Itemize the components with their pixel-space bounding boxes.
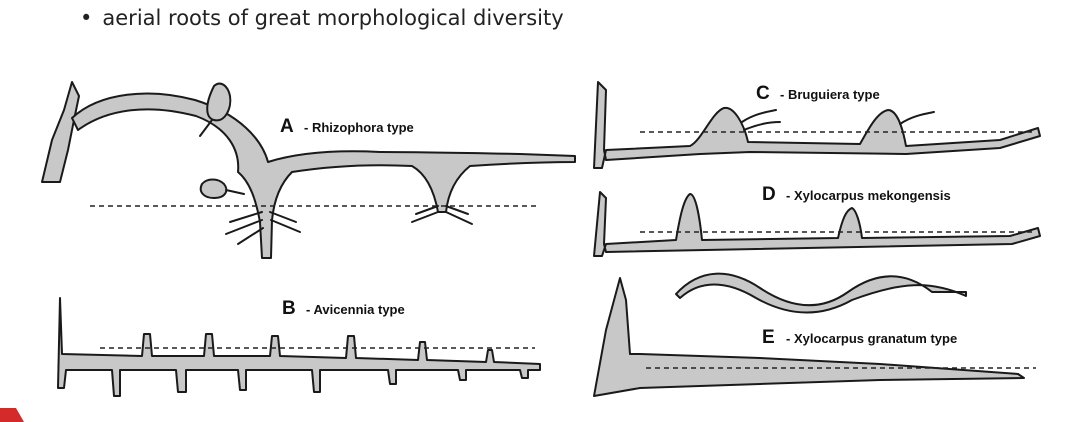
- panel-e-name: - Xylocarpus granatum type: [786, 331, 957, 346]
- panel-a-letter: A: [280, 116, 294, 137]
- panel-d-letter: D: [762, 184, 776, 205]
- panel-d-illustration: [593, 191, 1041, 257]
- panel-a-illustration: [41, 81, 576, 259]
- panel-a-pneumatophore-upper: [206, 82, 232, 122]
- panel-b-label: B - Avicennia type: [282, 298, 405, 319]
- panel-c-label: C - Bruguiera type: [756, 83, 880, 104]
- panel-a-rootlets-left: [225, 211, 301, 245]
- bullet-point: • aerial roots of great morphological div…: [80, 6, 564, 30]
- panel-c-illustration: [593, 81, 1041, 169]
- panel-a-name: - Rhizophora type: [304, 120, 414, 135]
- panel-d-knee-root: [593, 191, 1041, 257]
- panel-b-name: - Avicennia type: [306, 302, 405, 317]
- panel-e-illustration: [593, 272, 1036, 397]
- panel-e-plank-root: [593, 277, 1025, 397]
- panel-b-cable-root: [57, 297, 541, 397]
- panel-c-letter: C: [756, 83, 770, 104]
- panel-a-rootlets-right: [411, 205, 473, 225]
- panel-a-arch-roots: [71, 92, 576, 259]
- panel-a-trunk: [41, 81, 80, 183]
- panel-e-letter: E: [762, 327, 775, 348]
- panel-b-letter: B: [282, 298, 296, 319]
- panel-b-illustration: [57, 297, 541, 397]
- bullet-text: aerial roots of great morphological dive…: [102, 6, 564, 30]
- panel-e-wavy-root: [675, 272, 967, 314]
- panel-d-label: D - Xylocarpus mekongensis: [762, 184, 951, 205]
- panel-a-label: A - Rhizophora type: [280, 116, 414, 137]
- panel-d-name: - Xylocarpus mekongensis: [786, 188, 951, 203]
- panel-c-name: - Bruguiera type: [780, 87, 880, 102]
- panel-a-pneumatophore-lower: [199, 178, 228, 199]
- slide-accent-mark: [0, 408, 24, 422]
- panel-e-label: E - Xylocarpus granatum type: [762, 327, 957, 348]
- bullet-marker: •: [80, 6, 93, 30]
